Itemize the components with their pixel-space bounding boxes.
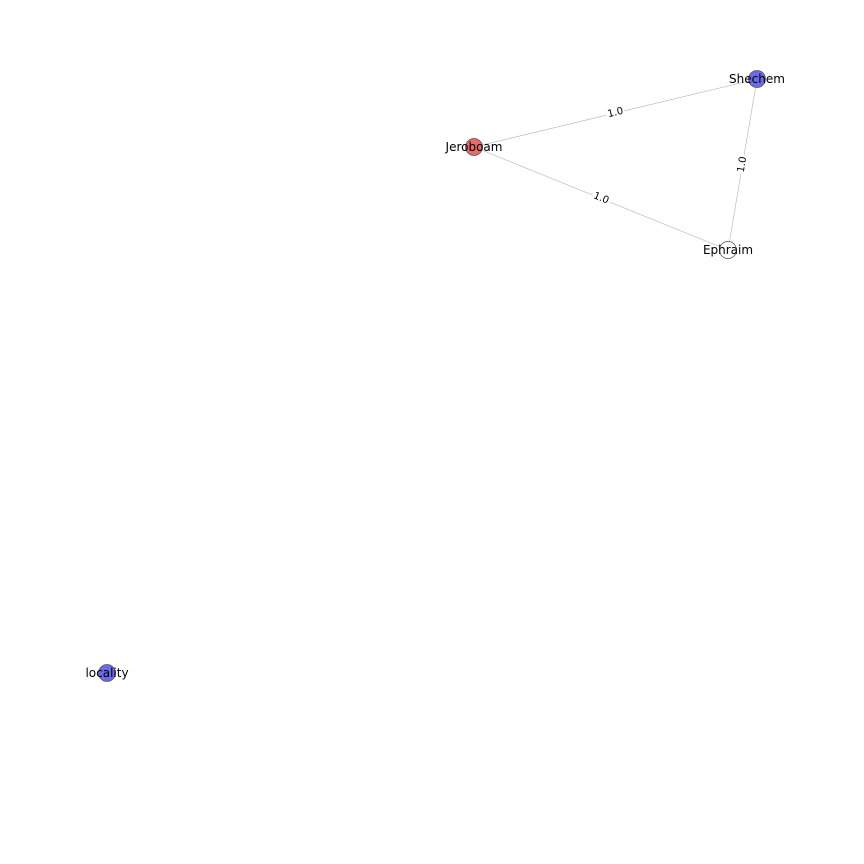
node-label: Jeroboam [445, 140, 503, 154]
node-circle[interactable] [98, 664, 116, 682]
node-circle[interactable] [748, 70, 766, 88]
edge-weight-label: 1.0 [606, 106, 624, 120]
node-locality[interactable]: locality [85, 664, 129, 682]
node-circle[interactable] [465, 138, 483, 156]
node-shechem[interactable]: Shechem [729, 70, 785, 88]
edge-label-shechem-ephraim: 1.0 [735, 154, 750, 175]
node-circle[interactable] [719, 241, 737, 259]
edge-labels-layer: 1.0 1.0 1.0 [590, 105, 750, 208]
edge-weight-label: 1.0 [736, 156, 750, 174]
node-label: Ephraim [703, 243, 753, 257]
node-label: locality [85, 666, 128, 680]
edge-label-background [735, 154, 750, 175]
edge-label-jeroboam-ephraim: 1.0 [590, 189, 612, 208]
edge-label-jeroboam-shechem: 1.0 [605, 105, 626, 121]
node-label: Shechem [729, 72, 785, 86]
edges-layer [473, 78, 758, 251]
node-ephraim[interactable]: Ephraim [703, 241, 753, 259]
edge-label-background [590, 189, 612, 208]
node-jeroboam[interactable]: Jeroboam [445, 138, 503, 156]
edge-label-background [605, 105, 626, 121]
